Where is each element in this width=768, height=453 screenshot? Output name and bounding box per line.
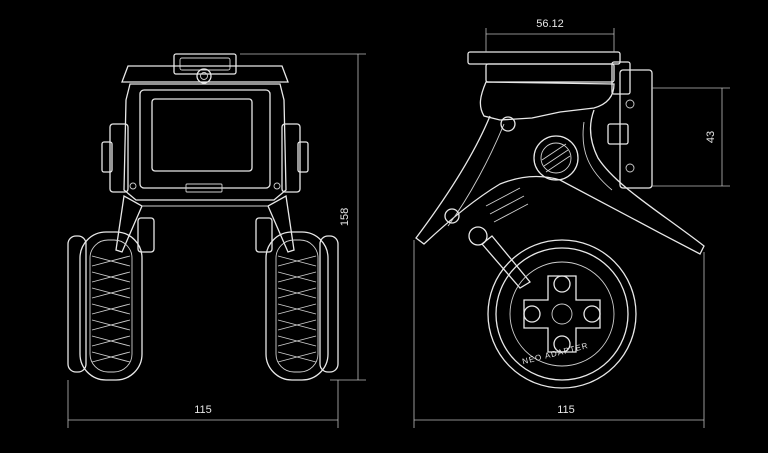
side-slots — [485, 187, 529, 223]
front-left-clamp-knob — [101, 141, 113, 173]
side-wheel — [487, 239, 637, 389]
side-pivot-top — [500, 116, 516, 132]
front-top-handle — [173, 53, 237, 75]
side-height-label: 43 — [705, 131, 717, 143]
side-bracket-screw-top — [625, 99, 635, 109]
side-height-dimension — [652, 87, 730, 187]
front-height-label: 158 — [339, 208, 351, 226]
front-screen-bezel — [139, 89, 271, 189]
side-latch — [611, 61, 631, 95]
side-mount-block — [485, 63, 615, 83]
side-main-knob — [533, 135, 579, 181]
side-wheel-arm — [481, 235, 531, 289]
front-knob-inner — [200, 72, 208, 80]
side-body-top — [479, 81, 615, 121]
side-pivot-left — [444, 208, 460, 224]
front-right-arm — [255, 217, 273, 253]
front-screw-left — [129, 182, 137, 190]
front-right-clamp — [281, 123, 301, 193]
side-bracket-screw-bottom — [625, 163, 635, 173]
side-main-knob-inner — [540, 142, 572, 174]
side-bracket-button — [607, 123, 629, 145]
front-port — [185, 183, 223, 193]
front-height-dimension — [240, 53, 366, 381]
front-screw-right — [273, 182, 281, 190]
front-left-clamp — [109, 123, 129, 193]
front-body-frame — [123, 83, 287, 201]
side-leg-inner — [447, 123, 505, 227]
front-screen — [151, 98, 253, 172]
front-width-dimension — [67, 380, 339, 428]
front-left-arm — [137, 217, 155, 253]
front-view — [67, 53, 339, 381]
side-bracket — [619, 69, 653, 189]
side-width-dimension — [413, 240, 705, 428]
front-knob — [196, 68, 212, 84]
top-width-label: 56.12 — [536, 18, 564, 30]
side-pivot-lower — [468, 226, 488, 246]
side-top-plate — [467, 51, 621, 65]
side-knob-grip — [541, 143, 571, 173]
top-width-dimension — [485, 28, 615, 52]
front-right-wheel — [265, 231, 339, 381]
side-leg-inner-right — [582, 121, 613, 191]
front-width-label: 115 — [194, 404, 212, 416]
front-left-wheel — [67, 231, 143, 381]
side-view: NEO ADAPTER — [415, 51, 705, 389]
front-handle-inner — [179, 57, 231, 71]
front-top-bar — [121, 65, 289, 83]
wheel-brand-text: NEO ADAPTER — [521, 341, 589, 366]
front-right-clamp-knob — [297, 141, 309, 173]
side-width-label: 115 — [557, 404, 575, 416]
side-legs — [415, 109, 705, 255]
